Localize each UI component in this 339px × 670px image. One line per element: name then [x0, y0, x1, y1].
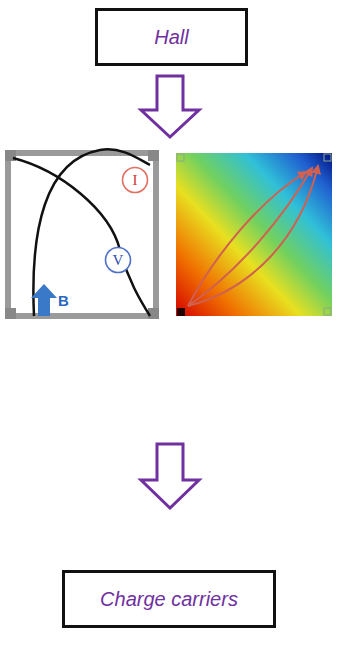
- flow-arrow: [141, 444, 199, 508]
- voltage-meter: V: [104, 246, 132, 274]
- meter-symbol: I: [133, 172, 138, 189]
- topic-box: Hall: [95, 8, 248, 66]
- field-label: B: [58, 292, 69, 309]
- flow-arrow: [141, 76, 199, 137]
- current-meter: I: [121, 166, 149, 194]
- box-label: Hall: [154, 26, 188, 49]
- meter-outline: [106, 248, 131, 273]
- meter-symbol: V: [113, 252, 124, 269]
- result-box: Charge carriers: [62, 570, 276, 628]
- meter-outline: [123, 168, 148, 193]
- voltage-wire: [13, 158, 150, 316]
- field-arrow: [31, 284, 57, 316]
- box-label: Charge carriers: [100, 588, 238, 611]
- potential-map: [176, 153, 332, 316]
- hall-sample: [5, 149, 159, 319]
